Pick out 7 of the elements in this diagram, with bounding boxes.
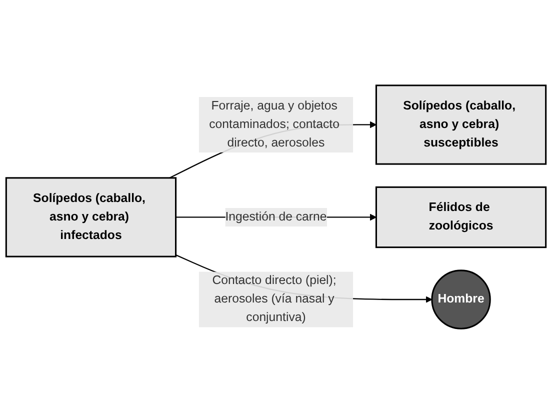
node-box: Solípedos (caballo, asno y cebra) susceptibles <box>375 84 547 165</box>
node-box: Solípedos (caballo, asno y cebra) infectados <box>5 177 177 258</box>
node-circle: Hombre <box>431 270 491 330</box>
edge-label: Forraje, agua y objetos contaminados; contacto directo, aerosoles <box>209 99 340 150</box>
edge-label: Contacto directo (piel); aerosoles (vía nasal y conjuntiva) <box>212 274 336 324</box>
node-box: Félidos de zoológicos <box>375 186 547 248</box>
edge-label: Ingestión de carne <box>225 210 327 224</box>
